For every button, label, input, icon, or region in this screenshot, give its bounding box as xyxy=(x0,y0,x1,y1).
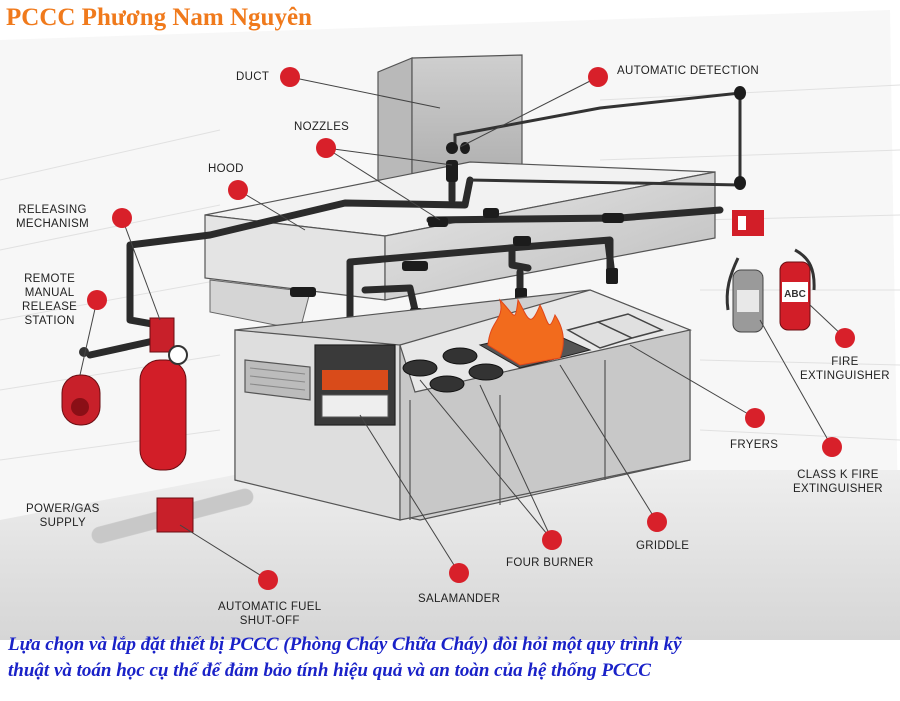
callout-markers xyxy=(87,67,855,590)
callout-marker-duct xyxy=(280,67,300,87)
label-fire-extinguisher: FIRE EXTINGUISHER xyxy=(800,356,890,382)
label-salamander: SALAMANDER xyxy=(418,593,501,605)
callout-marker-four-burner xyxy=(542,530,562,550)
callout-marker-releasing-mechanism xyxy=(112,208,132,228)
callout-marker-salamander xyxy=(449,563,469,583)
detection-line xyxy=(453,91,742,187)
floor xyxy=(0,470,900,640)
callout-marker-automatic-fuel-shutoff xyxy=(258,570,278,590)
abc-tag: ABC xyxy=(784,289,806,300)
callout-marker-fire-extinguisher xyxy=(835,328,855,348)
abc-fire-extinguisher: ABC xyxy=(779,248,816,331)
label-fryers: FRYERS xyxy=(730,439,779,451)
remote-manual-release-station xyxy=(61,347,101,426)
flame-icon xyxy=(487,298,564,366)
four-burner-unit xyxy=(402,347,504,393)
label-duct: DUCT xyxy=(236,71,270,83)
griddle-unit xyxy=(478,298,592,369)
callout-marker-class-k xyxy=(822,437,842,457)
label-griddle: GRIDDLE xyxy=(636,540,690,552)
pressure-gauge-icon xyxy=(168,345,188,365)
label-automatic-detection: AUTOMATIC DETECTION xyxy=(617,65,759,77)
power-gas-supply-pipe xyxy=(91,488,254,544)
brand-title: PCCC Phương Nam Nguyên xyxy=(6,4,312,31)
caption: Lựa chọn và lắp đặt thiết bị PCCC (Phòng… xyxy=(8,632,892,684)
callout-marker-nozzles xyxy=(316,138,336,158)
callout-marker-hood xyxy=(228,180,248,200)
fryers-unit xyxy=(566,313,665,349)
salamander-unit xyxy=(314,344,396,426)
label-four-burner: FOUR BURNER xyxy=(506,557,594,569)
callout-marker-remote-manual-release xyxy=(87,290,107,310)
caption-line-2: thuật và toán học cụ thể để đảm bảo tính… xyxy=(8,660,651,681)
callout-lines xyxy=(79,76,846,581)
fire-sign-icon xyxy=(732,210,764,236)
label-class-k-fire-extinguisher: CLASS K FIRE EXTINGUISHER xyxy=(793,469,883,495)
label-power-gas-supply: POWER/GAS SUPPLY xyxy=(26,503,100,529)
label-automatic-fuel-shutoff: AUTOMATIC FUEL SHUT-OFF xyxy=(218,601,322,627)
label-hood: HOOD xyxy=(208,163,244,175)
label-remote-manual-release-station: REMOTE MANUAL RELEASE STATION xyxy=(22,273,78,327)
label-releasing-mechanism: RELEASING MECHANISM xyxy=(16,204,89,230)
hood xyxy=(204,161,716,331)
releasing-mechanism-cylinder xyxy=(139,317,188,471)
callout-marker-automatic-detection xyxy=(588,67,608,87)
caption-line-1: Lựa chọn và lắp đặt thiết bị PCCC (Phòng… xyxy=(8,634,682,655)
callout-marker-fryers xyxy=(745,408,765,428)
callout-marker-griddle xyxy=(647,512,667,532)
class-k-extinguisher xyxy=(725,257,764,333)
label-nozzles: NOZZLES xyxy=(294,121,350,133)
